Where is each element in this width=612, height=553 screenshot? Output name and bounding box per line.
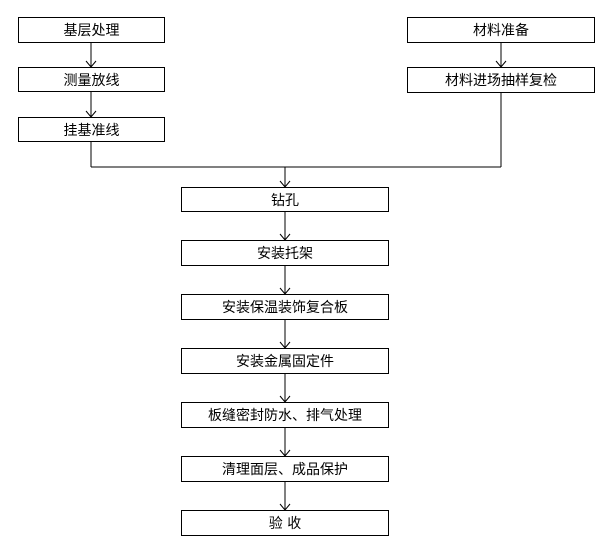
node-install-metal-fixings: 安装金属固定件 xyxy=(181,348,389,374)
node-install-bracket: 安装托架 xyxy=(181,240,389,266)
node-material-sampling-inspection: 材料进场抽样复检 xyxy=(407,67,595,93)
node-survey-layout: 测量放线 xyxy=(18,67,165,92)
node-drilling: 钻孔 xyxy=(181,187,389,212)
node-substrate-treatment: 基层处理 xyxy=(18,17,165,43)
node-cleaning-protection: 清理面层、成品保护 xyxy=(181,456,389,482)
node-install-insulation-panel: 安装保温装饰复合板 xyxy=(181,294,389,320)
node-acceptance: 验 收 xyxy=(181,510,389,536)
node-material-preparation: 材料准备 xyxy=(407,17,595,43)
node-joint-sealing-venting: 板缝密封防水、排气处理 xyxy=(181,402,389,428)
node-hang-reference-line: 挂基准线 xyxy=(18,117,165,142)
